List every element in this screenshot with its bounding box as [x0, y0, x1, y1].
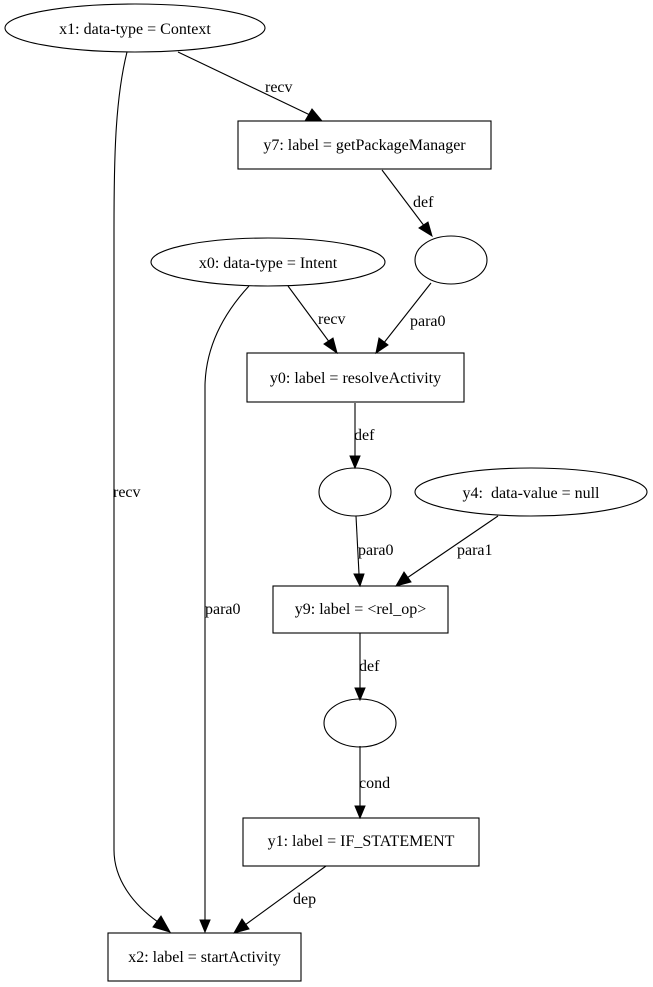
node-label: x1: data-type = Context: [59, 21, 211, 38]
edge-label: def: [354, 427, 375, 444]
node-x2[interactable]: x2: label = startActivity: [107, 932, 302, 982]
edge-y0-def2: def: [349, 403, 375, 470]
edge-label: para0: [358, 542, 394, 559]
node-label: y1: label = IF_STATEMENT: [268, 833, 455, 850]
edge-label: para1: [457, 542, 493, 559]
edge-label: recv: [318, 311, 346, 328]
node-y1[interactable]: y1: label = IF_STATEMENT: [242, 817, 480, 867]
edge-y4-y9: para1: [394, 515, 499, 587]
edge-def1-y0: para0: [375, 282, 446, 355]
node-label: y0: label = resolveActivity: [270, 370, 441, 387]
node-label: y4: data-value = null: [463, 485, 601, 502]
edge-y9-def3: def: [354, 633, 380, 702]
node-label: x2: label = startActivity: [128, 949, 281, 966]
node-y7[interactable]: y7: label = getPackageManager: [237, 120, 492, 170]
node-y4[interactable]: y4: data-value = null: [414, 467, 648, 517]
node-def2[interactable]: [318, 467, 392, 517]
edge-def3-y1: cond: [354, 746, 390, 820]
edge-label: def: [359, 658, 380, 675]
edge-y7-def1: def: [381, 169, 434, 238]
edge-label: def: [413, 194, 434, 211]
node-def3[interactable]: [323, 698, 397, 748]
edge-y1-x2: dep: [232, 865, 327, 934]
edge-label: cond: [359, 775, 390, 792]
edge-x0-x2: para0: [199, 285, 250, 934]
edge-x0-y0: recv: [287, 285, 346, 355]
edge-x1-x2: recv: [113, 51, 172, 933]
node-x0[interactable]: x0: data-type = Intent: [150, 237, 386, 287]
node-x1[interactable]: x1: data-type = Context: [4, 3, 266, 53]
edge-x1-y7: recv: [177, 51, 324, 122]
node-y9[interactable]: y9: label = <rel_op>: [272, 585, 449, 634]
node-label: x0: data-type = Intent: [199, 255, 338, 272]
node-label: y9: label = <rel_op>: [295, 601, 426, 618]
edge-label: recv: [113, 484, 141, 501]
edge-label: para0: [410, 313, 446, 330]
edge-label: dep: [293, 891, 316, 908]
edge-def2-y9: para0: [353, 515, 394, 588]
edge-label: para0: [205, 601, 241, 618]
node-def1[interactable]: [414, 235, 488, 285]
node-y0[interactable]: y0: label = resolveActivity: [246, 352, 465, 403]
node-label: y7: label = getPackageManager: [263, 137, 466, 154]
edge-label: recv: [265, 79, 293, 96]
